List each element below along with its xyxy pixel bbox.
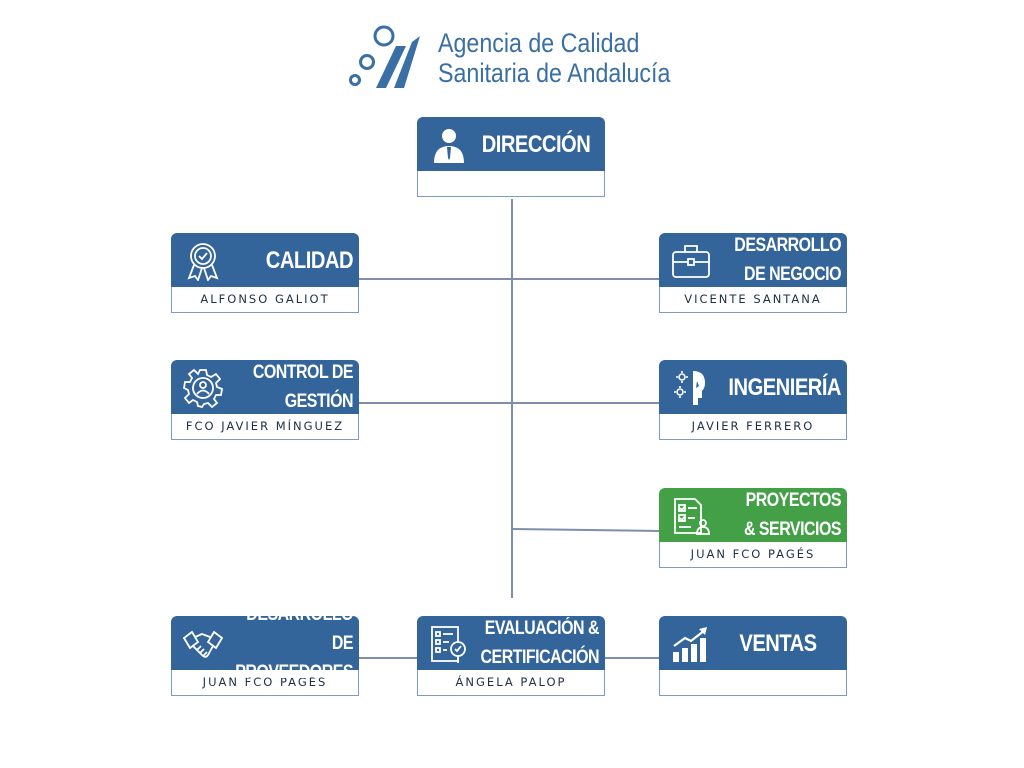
award-ribbon-icon bbox=[187, 243, 219, 281]
node-evaluacion-certificacion: EVALUACIÓN & CERTIFICACIÓN ÁNGELA PALOP bbox=[417, 616, 605, 696]
node-direccion: DIRECCIÓN bbox=[417, 117, 605, 197]
handshake-icon bbox=[183, 630, 223, 658]
node-ingenieria-header: INGENIERÍA bbox=[659, 360, 847, 414]
node-desarrollo-negocio-person: VICENTE SANTANA bbox=[659, 287, 847, 313]
node-ventas-header: VENTAS bbox=[659, 616, 847, 670]
node-calidad-person: ALFONSO GALIOT bbox=[171, 287, 359, 313]
node-desarrollo-proveedores: DESARROLLO DE PROVEEDORES JUAN FCO PAGÉS bbox=[171, 603, 359, 696]
node-proyectos-servicios: PROYECTOS & SERVICIOS JUAN FCO PAGÉS bbox=[659, 488, 847, 568]
node-proyectos-servicios-person: JUAN FCO PAGÉS bbox=[659, 542, 847, 568]
node-evaluacion-certificacion-header: EVALUACIÓN & CERTIFICACIÓN bbox=[417, 616, 605, 670]
node-desarrollo-negocio-title: DESARROLLO DE NEGOCIO bbox=[734, 235, 841, 285]
briefcase-icon bbox=[672, 245, 710, 278]
node-ingenieria-person: JAVIER FERRERO bbox=[659, 414, 847, 440]
node-desarrollo-negocio-header: DESARROLLO DE NEGOCIO bbox=[659, 233, 847, 287]
node-evaluacion-certificacion-person: ÁNGELA PALOP bbox=[417, 670, 605, 696]
agency-name: Agencia de Calidad Sanitaria de Andalucí… bbox=[438, 28, 670, 88]
node-desarrollo-negocio: DESARROLLO DE NEGOCIO VICENTE SANTANA bbox=[659, 233, 847, 313]
node-ventas: VENTAS bbox=[659, 616, 847, 696]
node-ingenieria-title: INGENIERÍA bbox=[728, 373, 841, 401]
node-calidad-title: CALIDAD bbox=[265, 246, 354, 274]
node-calidad-header: CALIDAD bbox=[171, 233, 359, 287]
node-evaluacion-certificacion-title: EVALUACIÓN & CERTIFICACIÓN bbox=[480, 618, 600, 668]
node-control-gestion-title: CONTROL DE GESTIÓN bbox=[252, 362, 354, 412]
node-ingenieria: INGENIERÍA JAVIER FERRERO bbox=[659, 360, 847, 440]
node-ventas-person bbox=[659, 670, 847, 696]
manager-icon bbox=[434, 129, 464, 163]
node-calidad: CALIDAD ALFONSO GALIOT bbox=[171, 233, 359, 313]
node-desarrollo-proveedores-header: DESARROLLO DE PROVEEDORES bbox=[171, 603, 359, 683]
node-ventas-title: VENTAS bbox=[739, 629, 817, 657]
node-proyectos-servicios-header: PROYECTOS & SERVICIOS bbox=[659, 488, 847, 542]
node-desarrollo-proveedores-person: JUAN FCO PAGÉS bbox=[171, 670, 359, 696]
project-checklist-icon bbox=[674, 498, 710, 535]
node-direccion-header: DIRECCIÓN bbox=[417, 117, 605, 171]
node-direccion-person bbox=[417, 171, 605, 197]
agency-logo: Agencia de Calidad Sanitaria de Andalucí… bbox=[346, 22, 686, 94]
branch-line-proyectos bbox=[511, 528, 660, 532]
agency-logo-icon bbox=[349, 25, 420, 88]
agency-name-line-2: Sanitaria de Andalucía bbox=[438, 58, 671, 88]
node-desarrollo-proveedores-title: DESARROLLO DE PROVEEDORES bbox=[235, 603, 353, 683]
checklist-search-icon bbox=[431, 626, 466, 663]
node-control-gestion: CONTROL DE GESTIÓN FCO JAVIER MÍNGUEZ bbox=[171, 360, 359, 440]
engineering-head-icon bbox=[674, 371, 705, 405]
growth-chart-icon bbox=[673, 627, 707, 662]
node-proyectos-servicios-title: PROYECTOS & SERVICIOS bbox=[743, 490, 842, 540]
gear-user-icon bbox=[183, 368, 223, 408]
node-direccion-title: DIRECCIÓN bbox=[481, 130, 591, 158]
agency-name-line-1: Agencia de Calidad bbox=[438, 28, 640, 58]
node-control-gestion-person: FCO JAVIER MÍNGUEZ bbox=[171, 414, 359, 440]
node-control-gestion-header: CONTROL DE GESTIÓN bbox=[171, 360, 359, 414]
